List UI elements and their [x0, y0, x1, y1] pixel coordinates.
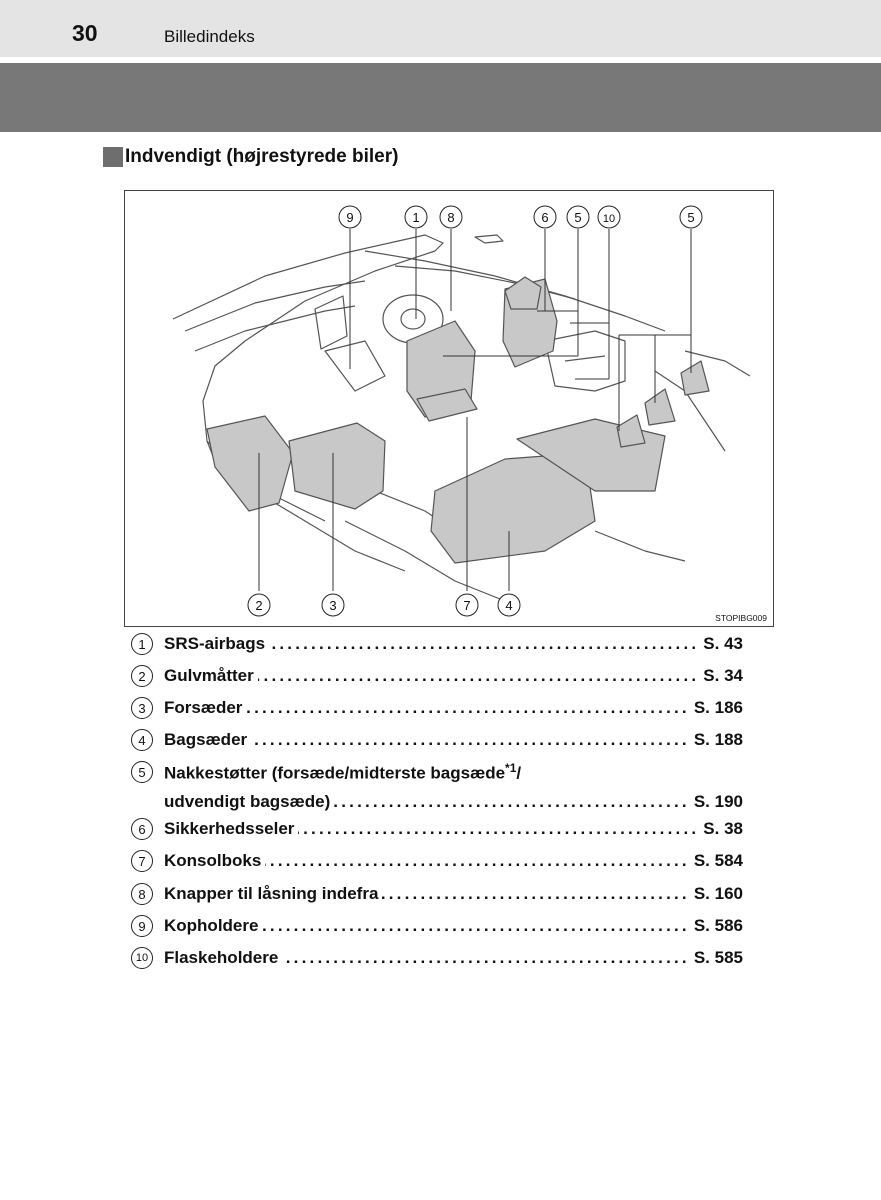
page-reference[interactable]: S. 160 [693, 884, 743, 903]
callout-6: 6 [541, 210, 548, 225]
leader-dots: ........................................… [269, 634, 700, 653]
leader-dots: ........................................… [298, 819, 700, 838]
section-title: Billedindeks [164, 27, 255, 46]
item-label: Forsæder [164, 698, 243, 717]
page-reference[interactable]: S. 188 [693, 730, 743, 749]
legend-item: 3 Forsæder .............................… [131, 697, 743, 719]
callout-3: 3 [329, 598, 336, 613]
item-label-tail: / [516, 763, 522, 783]
page-number: 30 [72, 20, 98, 46]
callout-1: 1 [412, 210, 419, 225]
footnote-marker: *1 [505, 760, 517, 775]
callout-5a: 5 [574, 210, 581, 225]
item-label: Bagsæder [164, 730, 248, 749]
page-reference[interactable]: S. 585 [693, 948, 743, 967]
leader-dots: ........................................… [246, 698, 690, 717]
item-number: 7 [131, 850, 153, 872]
legend-item: 7 Konsolboks ...........................… [131, 850, 743, 872]
callout-5b: 5 [687, 210, 694, 225]
legend-item: 9 Kopholdere ...........................… [131, 915, 743, 937]
item-number: 8 [131, 883, 153, 905]
header-band [0, 63, 881, 132]
callout-4: 4 [505, 598, 512, 613]
item-label: Sikkerhedsseler [164, 819, 295, 838]
item-number: 9 [131, 915, 153, 937]
interior-illustration: 9 1 8 6 5 10 5 2 3 7 4 STOPIBG009 [124, 190, 774, 627]
item-label-text: Nakkestøtter (forsæde/midterste bagsæde [164, 763, 506, 783]
item-number: 4 [131, 729, 153, 751]
leader-dots: ........................................… [382, 884, 690, 903]
callout-8: 8 [447, 210, 454, 225]
legend-item: 6 Sikkerhedsseler ......................… [131, 818, 743, 840]
page-reference[interactable]: S. 190 [693, 792, 743, 811]
legend-item: 2 Gulvmåtter ...........................… [131, 665, 743, 687]
item-label: SRS-airbags [164, 634, 266, 653]
leader-dots: ........................................… [282, 948, 690, 967]
item-label: Flaskeholdere [164, 948, 279, 967]
callout-10: 10 [603, 213, 615, 225]
page-reference[interactable]: S. 584 [693, 851, 743, 870]
callout-2: 2 [255, 598, 262, 613]
item-number: 5 [131, 761, 153, 783]
leader-dots: ........................................… [262, 916, 690, 935]
leader-dots: ........................................… [334, 792, 690, 811]
callout-9: 9 [346, 210, 353, 225]
callout-7: 7 [463, 598, 470, 613]
item-label: Gulvmåtter [164, 666, 254, 685]
page-header: 30 Billedindeks [0, 0, 881, 57]
section-heading: Indvendigt (højrestyrede biler) [103, 145, 398, 169]
legend-item: 4 Bagsæder .............................… [131, 729, 743, 751]
item-number: 10 [131, 947, 153, 969]
item-label: Nakkestøtter (forsæde/midterste bagsæde*… [164, 761, 521, 784]
item-label-continued: udvendigt bagsæde) [164, 792, 331, 811]
page-reference[interactable]: S. 43 [703, 634, 743, 653]
car-interior-drawing: 9 1 8 6 5 10 5 2 3 7 4 [172, 205, 751, 617]
item-label: Kopholdere [164, 916, 259, 935]
item-number: 3 [131, 697, 153, 719]
heading-text: Indvendigt (højrestyrede biler) [125, 146, 399, 167]
legend-item: 1 SRS-airbags ..........................… [131, 633, 743, 655]
page-reference[interactable]: S. 186 [693, 698, 743, 717]
page-reference[interactable]: S. 34 [703, 666, 743, 685]
legend-item: 8 Knapper til låsning indefra ..........… [131, 883, 743, 905]
figure-code: STOPIBG009 [715, 613, 767, 623]
item-label: Konsolboks [164, 851, 262, 870]
leader-dots: ........................................… [258, 666, 700, 685]
page-reference[interactable]: S. 586 [693, 916, 743, 935]
legend-item: 5 Nakkestøtter (forsæde/midterste bagsæd… [131, 761, 743, 813]
item-number: 6 [131, 818, 153, 840]
legend-item: 10 Flaskeholdere .......................… [131, 947, 743, 969]
item-number: 1 [131, 633, 153, 655]
heading-square-icon [103, 147, 123, 167]
item-label: Knapper til låsning indefra [164, 884, 379, 903]
leader-dots: ........................................… [265, 851, 690, 870]
page-reference[interactable]: S. 38 [703, 819, 743, 838]
item-number: 2 [131, 665, 153, 687]
leader-dots: ........................................… [251, 730, 690, 749]
